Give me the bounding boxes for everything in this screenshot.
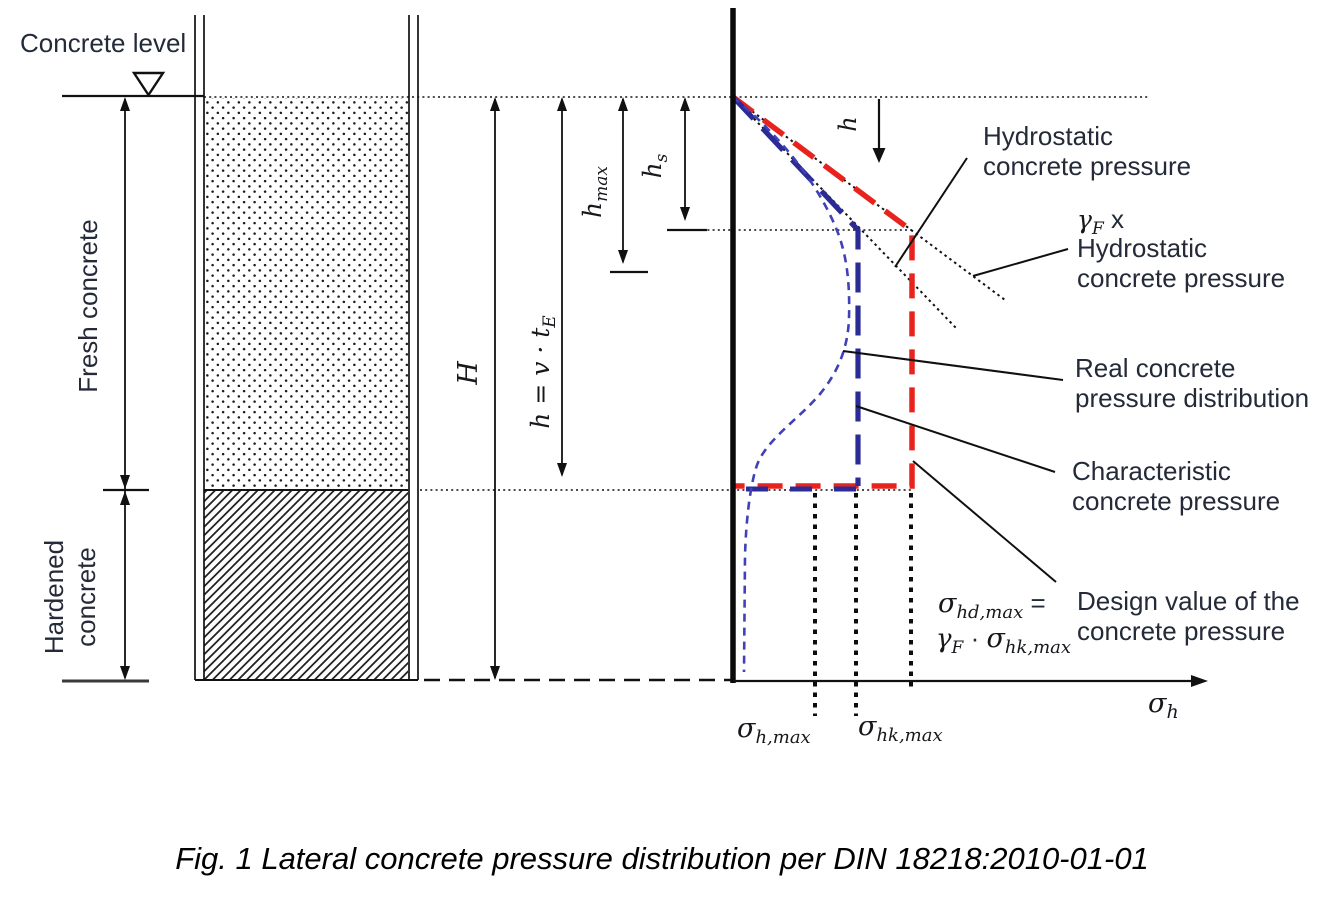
arrowhead-down-icon [490,666,500,680]
design-value-label-1: Design value of the [1077,586,1300,616]
gamma-symbol: γ [1077,205,1092,234]
gammaF-hydrostatic-label-2: concrete pressure [1077,263,1285,293]
equals-sign: = [1023,588,1045,618]
left-dimension: Fresh concrete Hardened concrete [39,97,149,683]
sigma-symbol: σ [938,588,958,619]
sigma-labels: σh,max σhk,max σh σhd,max = γF · σhk,max [737,588,1179,748]
concrete-level-label: Concrete level [20,28,186,58]
arrowhead-down-icon [872,148,886,163]
sigma-hmax-label: σh,max [737,713,811,748]
pressure-plot: h [420,8,1208,716]
gamma-sub: F [951,638,965,658]
fresh-concrete-label: Fresh concrete [73,219,103,392]
h-formula-base: h = v · t [526,327,555,429]
sigma-hdmax-equation-line1: σhd,max = [938,588,1046,623]
gammaF-label: γF x [1077,204,1124,239]
gamma-symbol: γ [936,624,952,654]
h-depth-label: h [834,116,862,131]
hydrostatic-label-1: Hydrostatic [983,121,1113,151]
sigma-symbol: σ [1148,688,1168,719]
sigma-hdmax-sub: hd,max [956,602,1023,623]
real-pressure-curve [732,95,851,673]
sigma-symbol: σ [858,711,878,742]
hydrostatic-label-2: concrete pressure [983,151,1191,181]
gamma-times: x [1104,204,1124,234]
hardened-concrete-label-1: Hardened [39,540,69,654]
formwork-walls [194,15,419,680]
sigma-h-axis-label: σh [1148,688,1179,723]
hardened-concrete-fill [204,490,408,680]
hs-sub: s [652,153,672,162]
dim-H-label: H [453,361,484,386]
sigma-hkmax-label: σhk,max [858,711,943,746]
axis-arrowhead-icon [1191,675,1208,687]
hs-base: h [638,162,667,178]
legend-annotations: Hydrostatic concrete pressure γF x Hydro… [983,121,1309,646]
arrowhead-down-icon [120,666,130,680]
gammaF-hydrostatic-label-1: Hydrostatic [1077,233,1207,263]
height-dimensions: H h = v · tE hmax hs [453,97,707,680]
dim-hmax-label: hmax [578,166,612,218]
hmax-base: h [578,202,607,218]
real-pressure-label-1: Real concrete [1075,353,1235,383]
sigma-symbol: σ [737,713,757,744]
arrowhead-down-icon [618,250,628,264]
real-pressure-label-2: pressure distribution [1075,383,1309,413]
hardened-concrete-label-2: concrete [71,547,101,647]
gamma-sub: F [1091,219,1105,239]
dim-hs-label: hs [638,153,672,178]
characteristic-label-1: Characteristic [1072,456,1231,486]
hmax-sub: max [592,166,612,202]
h-formula-sub: E [540,315,560,329]
callout-lines [842,157,1069,583]
concrete-level-mark: Concrete level [20,28,1150,98]
sigma-h-sub: h [1166,701,1178,723]
callout-characteristic [855,405,1056,473]
figure-caption: Fig. 1 Lateral concrete pressure distrib… [175,841,1149,876]
arrowhead-up-icon [618,97,628,111]
characteristic-pressure-line [731,95,861,486]
water-level-triangle-icon [131,71,166,98]
dot-operator: · [963,623,986,653]
sigma-hkmax-sub: hk,max [876,725,942,746]
fresh-concrete-fill [204,98,408,490]
callout-gammaF-hydrostatic [972,248,1069,277]
arrowhead-up-icon [557,97,567,111]
design-value-label-2: concrete pressure [1077,616,1285,646]
arrowhead-up-icon [120,491,130,505]
sigma-hmax-sub: h,max [755,727,810,748]
callout-real-pressure [842,350,1064,381]
formwork-column [194,15,419,681]
arrowhead-up-icon [120,97,130,111]
callout-hydrostatic [894,157,968,268]
design-pressure-line [731,94,915,489]
arrowhead-up-icon [490,97,500,111]
sigma-hdmax-equation-line2: γF · σhk,max [936,623,1071,658]
arrowhead-down-icon [680,207,690,221]
arrowhead-down-icon [557,463,567,477]
sigma-hkmax-sub: hk,max [1005,637,1071,658]
callout-design-value [912,460,1057,583]
characteristic-label-2: concrete pressure [1072,486,1280,516]
sigma-symbol: σ [986,623,1006,654]
arrowhead-down-icon [120,475,130,489]
arrowhead-up-icon [680,97,690,111]
dim-h-formula-label: h = v · tE [526,315,560,429]
